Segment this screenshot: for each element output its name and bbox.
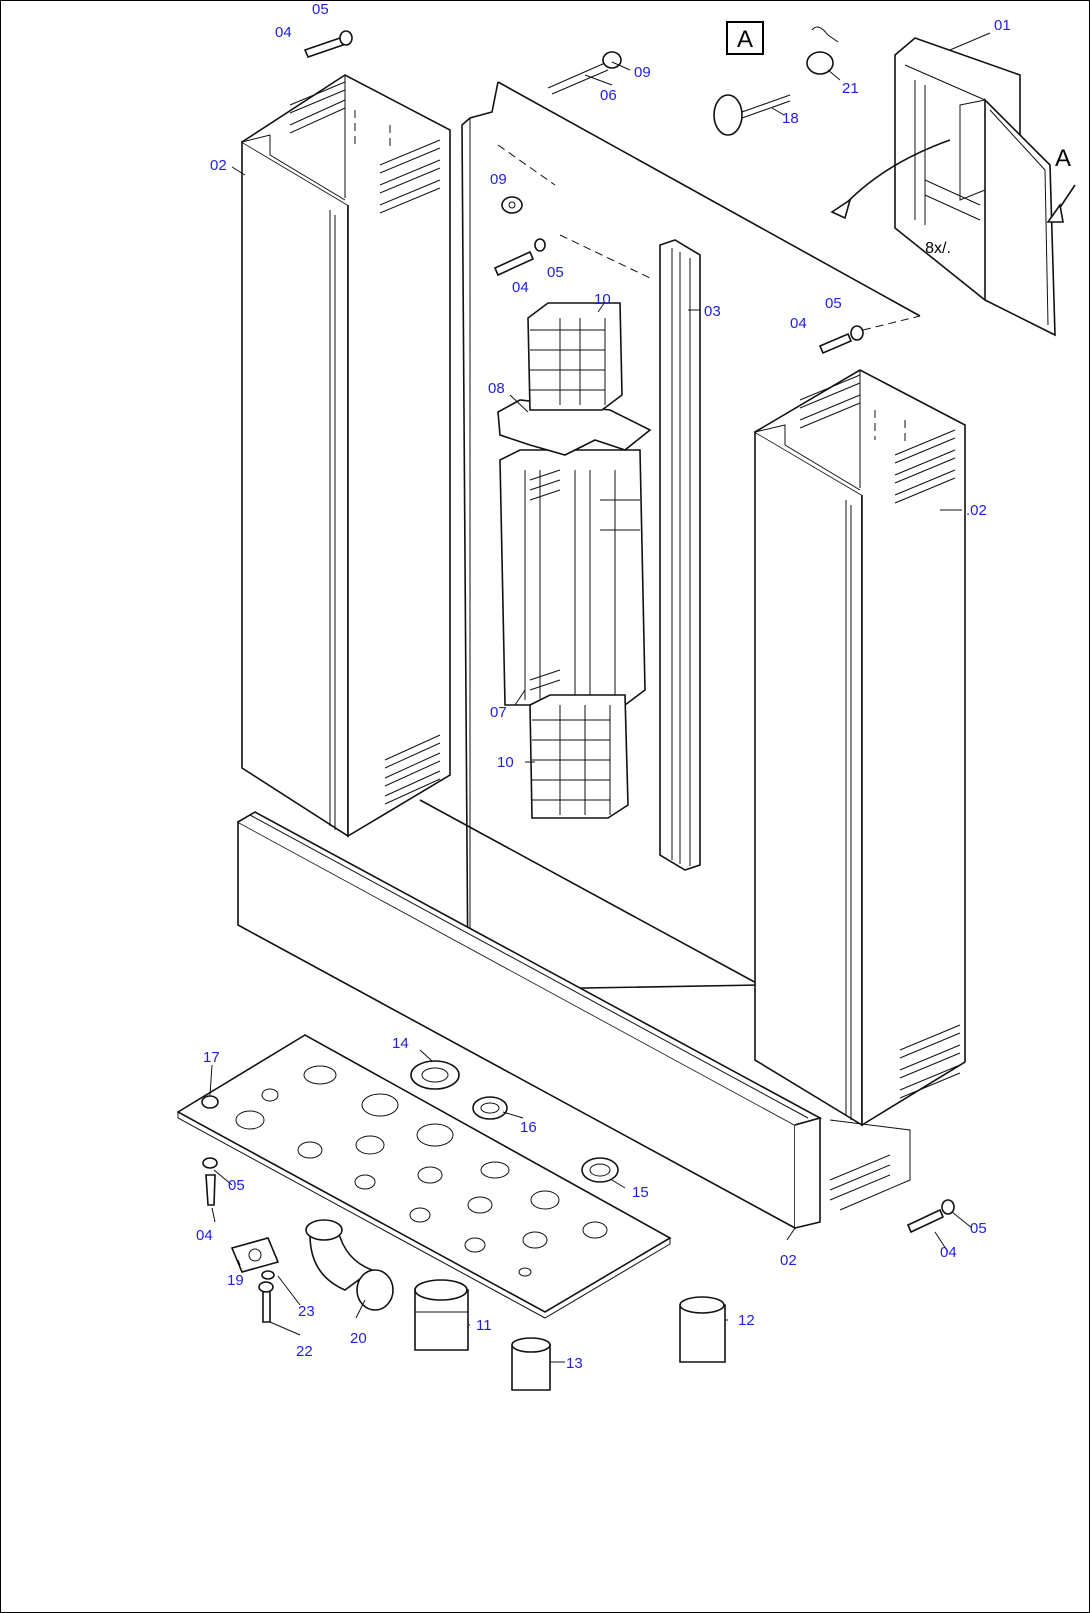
callout-05: 05 bbox=[228, 1177, 245, 1194]
callout-05: 05 bbox=[825, 295, 842, 312]
gland-nut-16 bbox=[472, 1096, 508, 1120]
callout-02: 02 bbox=[210, 157, 227, 174]
callout-16: 16 bbox=[520, 1119, 537, 1136]
callout-20: 20 bbox=[350, 1330, 367, 1347]
terminal-block-lower bbox=[529, 694, 629, 819]
gland-holes bbox=[235, 1065, 608, 1277]
callout-12: 12 bbox=[738, 1312, 755, 1329]
callout-21: 21 bbox=[842, 80, 859, 97]
callout-18: 18 bbox=[782, 110, 799, 127]
callout-07: 07 bbox=[490, 704, 507, 721]
callout-14: 14 bbox=[392, 1035, 409, 1052]
cable-gland-13 bbox=[511, 1337, 551, 1391]
callout-22: 22 bbox=[296, 1343, 313, 1360]
gland-plate bbox=[176, 1034, 672, 1319]
enclosure bbox=[830, 37, 1076, 337]
cable-gland-11 bbox=[414, 1279, 469, 1351]
gland-nut-15 bbox=[581, 1157, 619, 1183]
lock-and-key bbox=[713, 26, 839, 136]
screw-mid bbox=[493, 238, 546, 277]
callout-15: 15 bbox=[632, 1184, 649, 1201]
view-arrow-label: A bbox=[1055, 145, 1071, 172]
side-channel-right bbox=[754, 369, 966, 1127]
quantity-note: 8x/. bbox=[925, 240, 951, 257]
din-rail bbox=[659, 239, 701, 871]
gland-nut-14 bbox=[410, 1060, 460, 1090]
view-marker: A bbox=[726, 21, 764, 55]
screw-22 bbox=[258, 1281, 274, 1323]
vent-slots bbox=[799, 374, 961, 1099]
screw-top-left bbox=[303, 30, 353, 58]
screw-bottom-left bbox=[202, 1157, 218, 1206]
callout-01: 01 bbox=[994, 17, 1011, 34]
callout-04: 04 bbox=[512, 279, 529, 296]
screw-bottom-right bbox=[906, 1199, 955, 1234]
base-channel bbox=[237, 811, 911, 1230]
callout-05: 05 bbox=[312, 1, 329, 18]
callout-10: 10 bbox=[594, 291, 611, 308]
callout-06: 06 bbox=[600, 87, 617, 104]
view-marker-label: A bbox=[737, 26, 753, 53]
plug-17 bbox=[201, 1095, 219, 1109]
callout-04: 04 bbox=[940, 1244, 957, 1261]
callout-17: 17 bbox=[203, 1049, 220, 1066]
callout-03: 03 bbox=[704, 303, 721, 320]
cable-duct bbox=[499, 449, 646, 706]
leader-lines bbox=[209, 32, 991, 1363]
callout-13: 13 bbox=[566, 1355, 583, 1372]
washer-upper bbox=[501, 196, 523, 214]
callout-09: 09 bbox=[634, 64, 651, 81]
callout-09: 09 bbox=[490, 171, 507, 188]
callout-02: 02 bbox=[780, 1252, 797, 1269]
callout-23: 23 bbox=[298, 1303, 315, 1320]
callout-19: 19 bbox=[227, 1272, 244, 1289]
callout-11: 11 bbox=[476, 1317, 492, 1334]
callout-05: 05 bbox=[547, 264, 564, 281]
callout-10: 10 bbox=[497, 754, 514, 771]
elbow-fitting-20 bbox=[305, 1219, 394, 1311]
flange-19 bbox=[230, 1237, 280, 1273]
callout-08: 08 bbox=[488, 380, 505, 397]
callout-04: 04 bbox=[275, 24, 292, 41]
vent-slots bbox=[289, 81, 441, 805]
side-channel-left bbox=[241, 74, 451, 838]
terminal-block-upper bbox=[527, 302, 623, 411]
screw-right bbox=[818, 315, 921, 355]
washer-23 bbox=[261, 1270, 275, 1280]
cable-gland-12 bbox=[679, 1296, 726, 1363]
callout-labels: 01 02 .02 02 03 04 04 04 04 04 05 05 05 … bbox=[196, 1, 1011, 1372]
callout-04: 04 bbox=[196, 1227, 213, 1244]
callout-05: 05 bbox=[970, 1220, 987, 1237]
callout-02: .02 bbox=[966, 502, 987, 519]
callout-04: 04 bbox=[790, 315, 807, 332]
